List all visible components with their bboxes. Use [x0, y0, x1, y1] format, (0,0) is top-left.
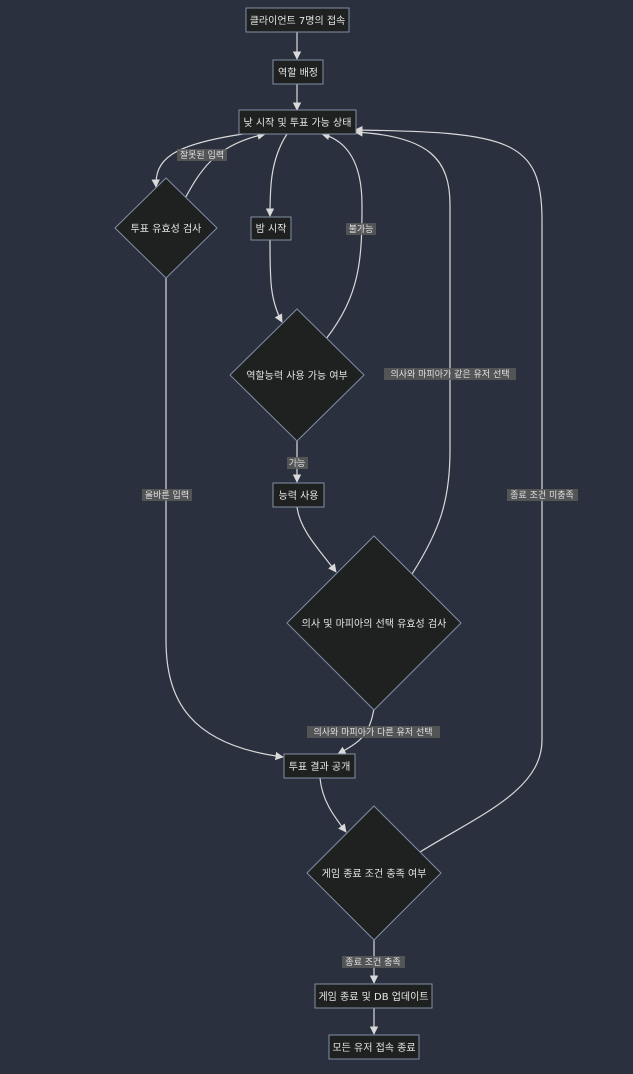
label-not-met: 종료 조건 미충족 — [507, 489, 578, 501]
node-game-end: 게임 종료 및 DB 업데이트 — [314, 983, 433, 1009]
edge-votecheck-valid — [165, 278, 284, 761]
label-same-user-text: 의사와 마피아가 같은 유저 선택 — [390, 368, 509, 380]
label-not-met-text: 종료 조건 미충족 — [510, 490, 574, 501]
label-impossible: 불가능 — [346, 223, 376, 235]
label-invalid-input: 잘못된 입력 — [177, 149, 227, 161]
node-ability-check: 역할능력 사용 가능 여부 — [229, 308, 365, 442]
node-ability-use: 능력 사용 — [272, 482, 325, 508]
label-possible-text: 가능 — [289, 458, 306, 469]
label-possible: 가능 — [287, 457, 308, 469]
node-clients-connect: 클라이언트 7명의 접속 — [245, 7, 350, 33]
node-ability-use-text: 능력 사용 — [279, 490, 319, 502]
node-vote-result: 투표 결과 공개 — [283, 753, 356, 779]
node-all-disconnect-text: 모든 유저 접속 종료 — [332, 1042, 415, 1054]
edge-night-to-ability — [269, 239, 283, 323]
edge-day-to-night — [265, 133, 288, 217]
label-met-text: 종료 조건 충족 — [345, 957, 400, 968]
node-clients-connect-text: 클라이언트 7명의 접속 — [250, 15, 346, 27]
node-role-assign-text: 역할 배정 — [278, 67, 318, 79]
node-all-disconnect: 모든 유저 접속 종료 — [328, 1034, 420, 1060]
node-vote-check-text: 투표 유효성 검사 — [131, 223, 202, 235]
label-diff-user: 의사와 마피아가 다른 유저 선택 — [307, 726, 440, 738]
node-end-check: 게임 종료 조건 충족 여부 — [306, 805, 442, 941]
edge-select-same — [354, 128, 451, 575]
node-role-assign: 역할 배정 — [272, 59, 324, 85]
edge-end-not-met — [354, 125, 543, 853]
label-invalid-input-text: 잘못된 입력 — [180, 149, 224, 161]
label-met: 종료 조건 충족 — [342, 956, 405, 968]
edge-abilityuse-to-select — [296, 506, 337, 573]
node-vote-check: 투표 유효성 검사 — [114, 177, 218, 279]
node-day-start: 낮 시작 및 투표 가능 상태 — [238, 109, 357, 135]
label-valid-input: 올바른 입력 — [142, 489, 192, 501]
node-day-start-text: 낮 시작 및 투표 가능 상태 — [244, 117, 352, 129]
edges — [151, 32, 543, 1035]
label-impossible-text: 불가능 — [349, 224, 374, 235]
node-game-end-text: 게임 종료 및 DB 업데이트 — [318, 990, 428, 1003]
node-ability-check-text: 역할능력 사용 가능 여부 — [246, 370, 348, 382]
nodes: 클라이언트 7명의 접속 역할 배정 낮 시작 및 투표 가능 상태 투표 유효… — [114, 7, 462, 1060]
label-same-user: 의사와 마피아가 같은 유저 선택 — [384, 368, 516, 380]
edge-labels: 잘못된 입력 불가능 의사와 마피아가 같은 유저 선택 가능 올바른 입력 종… — [142, 149, 578, 968]
label-valid-input-text: 올바른 입력 — [145, 489, 189, 501]
edge-day-to-votecheck — [151, 133, 244, 188]
node-vote-result-text: 투표 결과 공개 — [289, 761, 351, 773]
node-night-start-text: 밤 시작 — [256, 223, 287, 235]
node-night-start: 밤 시작 — [250, 216, 292, 241]
label-diff-user-text: 의사와 마피아가 다른 유저 선택 — [313, 726, 432, 738]
edge-result-to-end — [319, 777, 347, 833]
edge-ability-impossible — [321, 131, 363, 340]
node-select-check: 의사 및 마피아의 선택 유효성 검사 — [286, 535, 462, 711]
node-end-check-text: 게임 종료 조건 충족 여부 — [322, 867, 427, 880]
node-select-check-text: 의사 및 마피아의 선택 유효성 검사 — [302, 618, 447, 630]
